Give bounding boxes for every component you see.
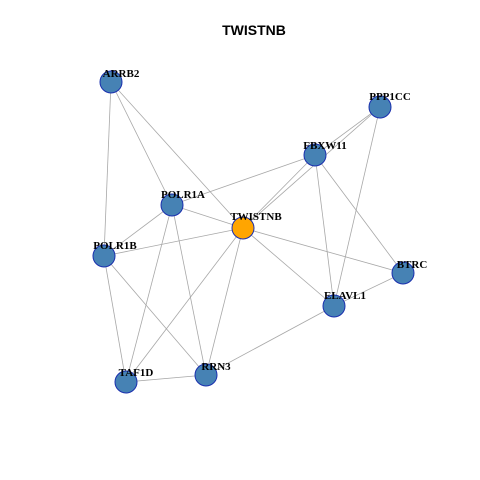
edge-arrb2-polr1b	[103, 81, 112, 257]
edge-elavl1-rrn3	[205, 305, 335, 376]
node-label-fbxw11: FBXW11	[303, 140, 346, 152]
edge-ppp1cc-fbxw11	[314, 106, 381, 156]
node-arrb2	[99, 70, 123, 94]
edge-btrc-elavl1	[333, 272, 404, 307]
edge-twistnb-btrc	[242, 227, 404, 274]
node-polr1a	[160, 193, 184, 217]
edge-polr1a-taf1d	[125, 204, 173, 383]
edge-layer	[103, 81, 404, 383]
edge-arrb2-twistnb	[110, 81, 244, 229]
edge-arrb2-polr1a	[110, 81, 173, 206]
node-btrc	[391, 261, 415, 285]
node-elavl1	[322, 294, 346, 318]
node-fbxw11	[303, 143, 327, 167]
node-label-btrc: BTRC	[397, 259, 428, 271]
edge-polr1b-rrn3	[103, 255, 207, 376]
edge-twistnb-elavl1	[242, 227, 335, 307]
edge-polr1a-polr1b	[103, 204, 173, 257]
edge-fbxw11-btrc	[314, 154, 404, 274]
node-twistnb	[231, 216, 255, 240]
edge-polr1a-twistnb	[171, 204, 244, 229]
edge-polr1b-taf1d	[103, 255, 127, 383]
edge-fbxw11-polr1a	[171, 154, 316, 206]
node-ppp1cc	[368, 95, 392, 119]
edge-fbxw11-twistnb	[242, 154, 316, 229]
node-label-polr1a: POLR1A	[161, 189, 205, 201]
node-label-taf1d: TAF1D	[119, 367, 154, 379]
node-label-twistnb: TWISTNB	[230, 211, 282, 223]
node-label-ppp1cc: PPP1CC	[369, 91, 411, 103]
node-label-polr1b: POLR1B	[93, 240, 137, 252]
edge-fbxw11-elavl1	[314, 154, 335, 307]
edge-polr1a-rrn3	[171, 204, 207, 376]
edge-twistnb-polr1b	[103, 227, 244, 257]
node-taf1d	[114, 370, 138, 394]
node-label-rrn3: RRN3	[201, 361, 231, 373]
node-rrn3	[194, 363, 218, 387]
edge-ppp1cc-elavl1	[333, 106, 381, 307]
graph-title: TWISTNB	[222, 22, 286, 38]
node-label-arrb2: ARRB2	[103, 68, 140, 80]
edge-taf1d-rrn3	[125, 374, 207, 383]
edge-ppp1cc-twistnb	[242, 106, 381, 229]
edge-twistnb-taf1d	[125, 227, 244, 383]
edge-twistnb-rrn3	[205, 227, 244, 376]
node-label-elavl1: ELAVL1	[324, 290, 366, 302]
node-polr1b	[92, 244, 116, 268]
node-layer	[92, 70, 415, 394]
